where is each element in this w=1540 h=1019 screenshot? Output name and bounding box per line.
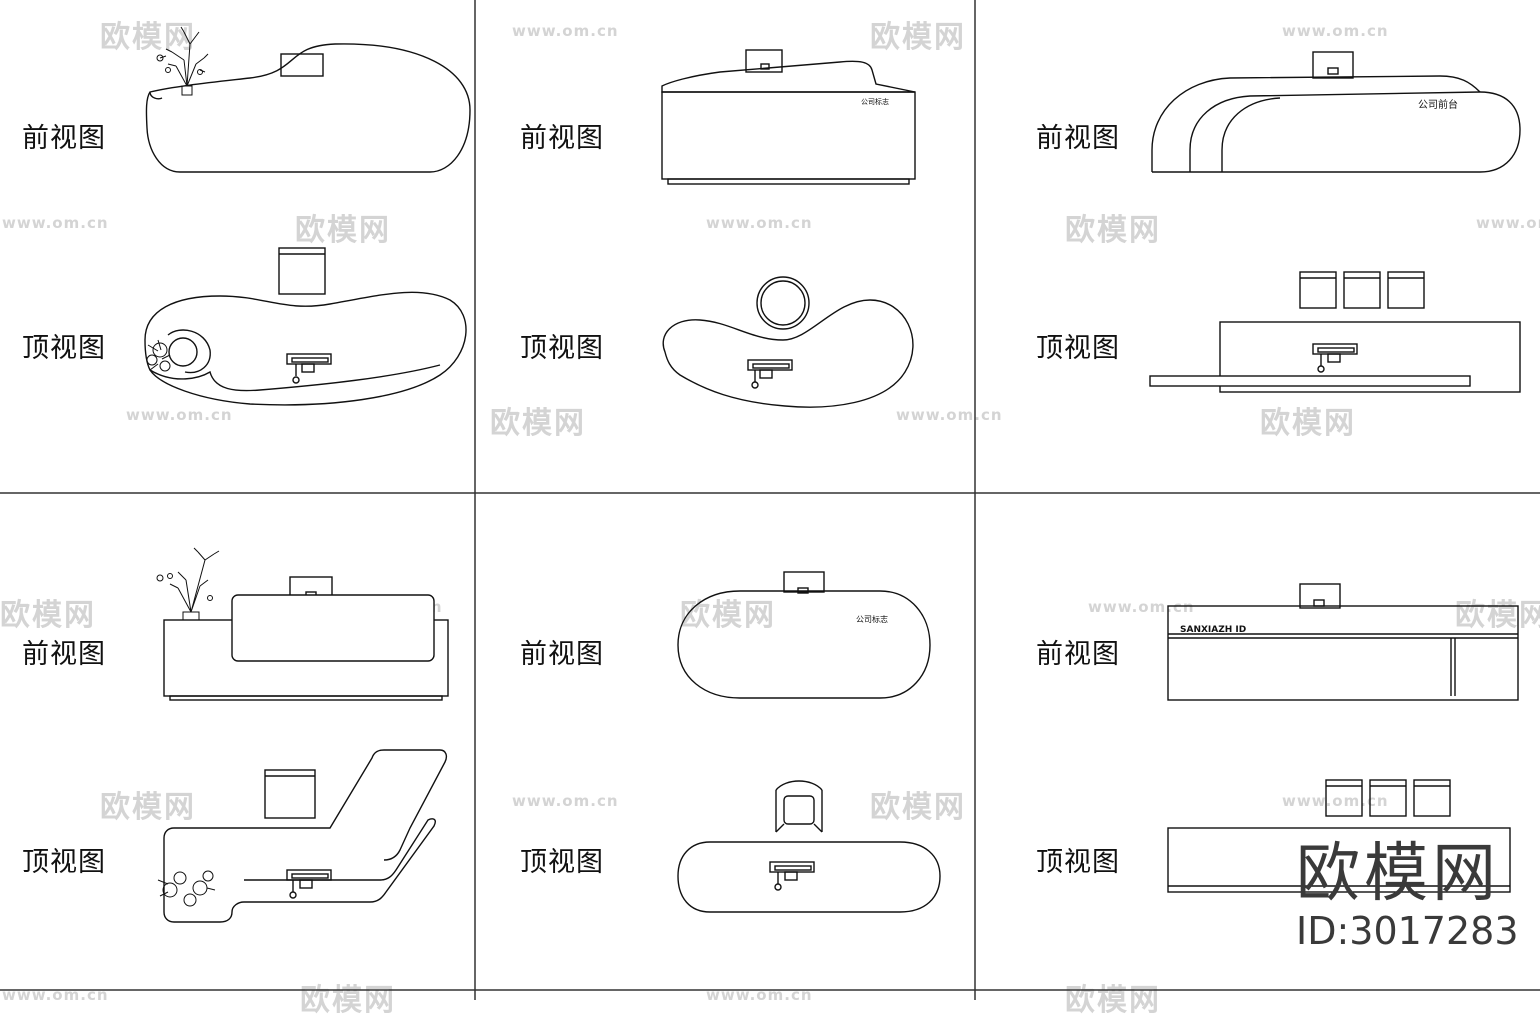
top-view-label-6: 顶视图 [1036,847,1120,878]
monitor-front [280,53,324,77]
desk-logo-tag: SANXIAZH ID [1180,625,1246,635]
panel-2-front-view: 公司标志 [661,49,916,185]
panel-3-front-view: 公司前台 [1151,51,1521,173]
panel-1-top-view [144,247,467,406]
panel-6-front-view: SANXIAZH ID [1167,583,1519,701]
keyboard-monitor-top [769,861,815,891]
chair-top-1 [1325,779,1363,817]
plant-icon [157,870,216,907]
desk-logo-tag: 公司前台 [1418,98,1458,111]
panel-5-front-view: 公司标志 [677,571,931,699]
top-view-label-4: 顶视图 [22,847,106,878]
top-view-label-2: 顶视图 [520,333,604,364]
plant-icon [146,339,171,372]
chair-top [264,769,316,819]
top-view-label-1: 顶视图 [22,333,106,364]
front-view-label-2: 前视图 [520,123,604,154]
monitor-front [289,576,333,598]
keyboard-monitor-top [747,359,793,389]
keyboard-monitor-top [286,869,332,899]
desk-front-body [1151,75,1481,172]
chair-top [278,247,326,295]
top-view-label-5: 顶视图 [520,847,604,878]
monitor-front [1299,583,1341,609]
chair-top [775,780,823,833]
chair-top-3 [1413,779,1451,817]
front-view-label-4: 前视图 [22,639,106,670]
monitor-front [783,571,825,593]
brand-block: 欧模网 ID:3017283 [1296,842,1519,950]
panel-5-top-view [677,780,941,913]
chair-top-1 [1299,271,1337,309]
top-view-label-3: 顶视图 [1036,333,1120,364]
panel-4-top-view [157,749,448,923]
desk-front-body [145,43,471,173]
monitor-front [745,49,783,73]
plant-icon [156,547,220,621]
monitor-front [1312,51,1354,79]
desk-front-body [677,590,931,699]
panel-1-front-view [145,26,471,173]
front-view-label-6: 前视图 [1036,639,1120,670]
front-view-label-5: 前视图 [520,639,604,670]
panel-2-top-view [662,276,914,408]
desk-top-body [662,299,914,408]
panel-4-front-view [156,547,449,701]
desk-top-body [1167,827,1511,893]
keyboard-monitor-top [286,353,332,384]
chair-top-2 [1343,271,1381,309]
front-view-label-3: 前视图 [1036,123,1120,154]
chair-top [756,276,810,330]
desk-logo-tag: 公司标志 [861,97,889,106]
plant-icon [156,26,209,96]
chair-top-3 [1387,271,1425,309]
desk-top-body [1219,321,1521,393]
desk-front-body [1167,605,1519,701]
front-view-label-1: 前视图 [22,123,106,154]
brand-id: ID:3017283 [1296,909,1519,953]
keyboard-monitor-top [1312,343,1358,373]
panel-3-top-view [1149,271,1521,393]
brand-name: 欧模网 [1296,837,1500,911]
chair-top-2 [1369,779,1407,817]
desk-top-body [144,291,467,406]
desk-top-body [677,841,941,913]
desk-logo-tag: 公司标志 [856,614,888,624]
panel-6-top-view [1167,779,1511,893]
